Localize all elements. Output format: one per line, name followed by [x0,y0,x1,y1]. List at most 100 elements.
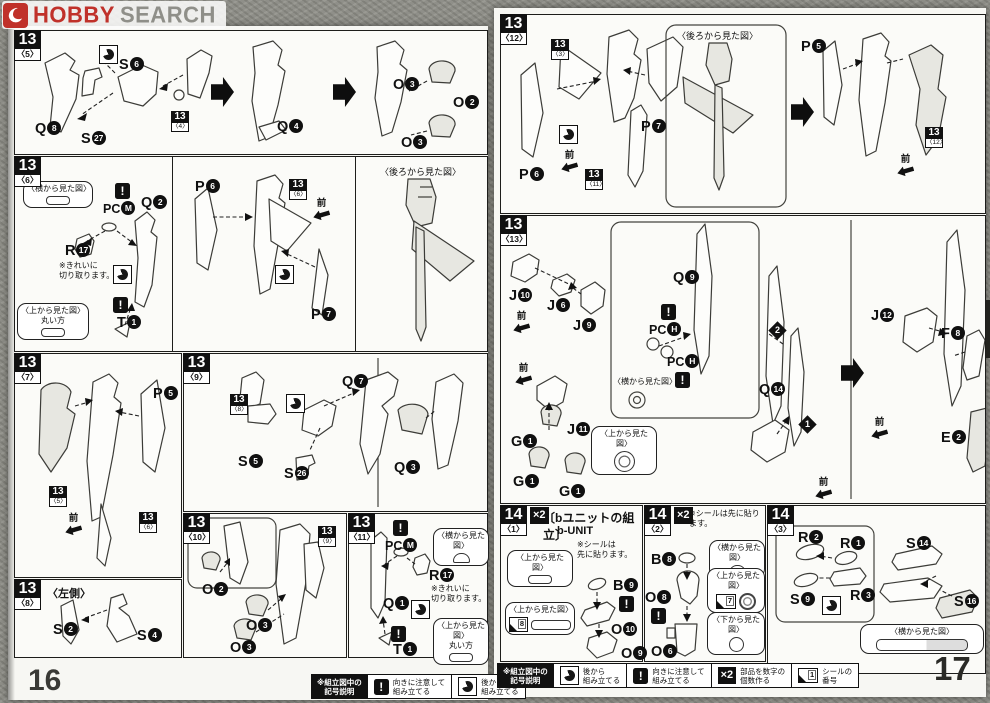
part-number-circle: 1 [126,315,141,329]
ref-substep-number: 〈9〉 [318,538,336,547]
part-number-circle: 2 [951,430,966,444]
front-direction-arrow: 前 [515,364,532,385]
sticker-icon: 8 [509,617,529,632]
step-header-13-〈5〉: 13〈5〉 [14,30,41,61]
part-number-circle: 2 [214,582,229,596]
ref-step-number: 13 [139,512,157,524]
ref-substep-number: 〈12〉 [925,139,947,148]
step-ref-chip: 13〈6〉 [289,179,307,200]
next-step-arrow-icon [841,358,864,388]
legend-title: ※組立図中の 記号説明 [312,675,367,698]
next-step-arrow-icon [211,77,234,107]
orientation-warning-icon: ! [373,678,389,695]
step-substep: 〈6〉 [14,175,41,187]
step-substep: 〈3〉 [767,524,794,536]
part-number-circle: 16 [964,594,979,608]
ref-substep-number: 〈11〉 [585,181,606,190]
part-number-circle: M [121,201,136,215]
ref-step-number: 13 [49,486,67,498]
part-number-circle: 9 [624,578,639,592]
step-substep: 〈2〉 [644,524,671,536]
legend-item-label: 後から 組み立てる [481,677,519,696]
view-callout-text: 〈上から見た図〉 [21,306,85,315]
page-number-16: 16 [28,664,62,697]
assemble-later-icon [411,600,430,619]
front-label: 前 [900,154,911,165]
step-number: 13 [14,156,41,175]
step-ref-chip: 13〈3〉 [551,39,569,60]
orientation-warning-icon: ! [651,608,666,624]
view-callout: 〈上から見た図〉7 [707,568,765,613]
text-label: 〈後ろから見た図〉 [677,31,759,41]
quantity-x2-badge: ×2 [530,507,549,524]
hobby-search-watermark: HOBBY SEARCH [2,1,226,29]
step-substep: 〈11〉 [348,532,375,544]
view-callout-glyphs [511,575,569,584]
step-header-14-〈1〉: 14〈1〉 [500,505,527,536]
part-number-circle: 2 [63,622,78,636]
step-ref-chip: 13〈4〉 [171,111,189,132]
orientation-warning-icon: ! [115,183,130,199]
assemble-later-icon [559,666,579,685]
step-header-13-〈13〉: 13〈13〉 [500,215,527,246]
step-number: 13 [183,513,210,532]
assemble-later-icon [822,596,841,615]
text-label: 〔bユニットの組立〕 [543,511,635,542]
view-callout: 〈上から見た図〉8 [505,602,575,635]
part-number-circle: 2 [465,95,480,109]
pill-glyph [449,653,473,662]
next-step-arrow-icon [333,77,356,107]
view-callout-text: 〈横から見た図〉 [437,531,485,550]
step-number: 14 [500,505,527,524]
step-ref-chip: 13〈8〉 [230,394,248,415]
step-ref-chip: 13〈5〉 [49,486,67,507]
next-step-arrow-icon [791,97,814,127]
view-callout-glyphs: 8 [509,617,571,632]
order-marker-1: 1 [798,415,817,434]
part-number-circle: 27 [91,131,106,145]
note-text: ※きれいに 切り取ります。 [431,584,487,603]
part-number-circle: 6 [129,57,144,71]
view-callout-glyphs [864,639,980,651]
ref-substep-number: 〈3〉 [551,51,569,60]
part-number-circle: 6 [205,179,220,193]
part-number-circle: H [667,322,682,336]
view-callout-text: 〈横から見た図〉 [713,543,761,562]
view-callout-glyphs [27,196,89,205]
view-callout-text: 〈上から見た図〉 [437,621,485,640]
view-callout-glyphs: 7 [711,593,761,610]
part-number-circle: 3 [258,618,273,632]
part-number-circle: 9 [633,646,648,660]
symbol-legend-left: ※組立図中の 記号説明!向きに注意して 組み立てる後から 組み立てる [311,674,526,699]
hobby-search-logo-icon [3,2,28,28]
step-header-13-〈6〉: 13〈6〉 [14,156,41,187]
disc-glyph [613,451,635,472]
part-number-circle: 1 [523,434,538,448]
part-number-circle: 17 [76,243,91,257]
part-number-circle: 7 [651,119,666,133]
